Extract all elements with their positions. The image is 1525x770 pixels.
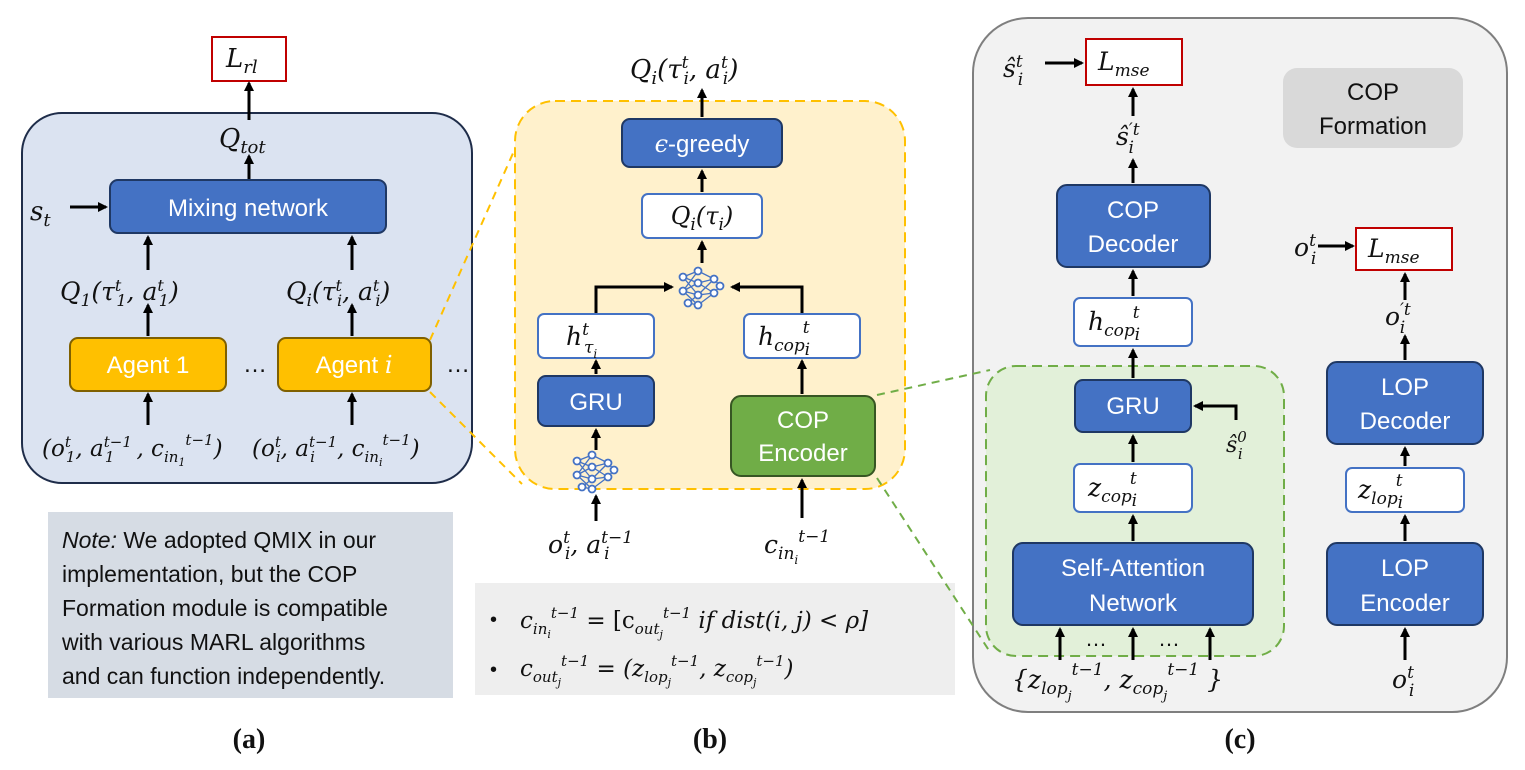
cop-encoder-label-1: COP — [777, 407, 829, 434]
cop-decoder-label-2: Decoder — [1088, 231, 1179, 258]
z-cop-box — [1073, 463, 1193, 513]
agent-i-box — [277, 337, 432, 392]
lop-decoder-label-2: Decoder — [1360, 408, 1451, 435]
zoom-connector-c-top — [876, 369, 991, 396]
mixing-network-label: Mixing network — [168, 195, 329, 222]
q-tot-label: Qtot — [219, 124, 266, 158]
agent-1-label: Agent 1 — [107, 352, 190, 379]
note-line-2: implementation, but the COP — [62, 561, 357, 587]
loss-mse-top-label: Lmse — [1097, 47, 1150, 81]
note-line-5: and can function independently. — [62, 663, 385, 689]
self-attention-label-2: Network — [1089, 590, 1178, 617]
z-lop-box — [1345, 467, 1465, 513]
lop-encoder-box — [1326, 542, 1484, 626]
self-attention-label-1: Self-Attention — [1061, 555, 1205, 582]
zoom-connector-top — [429, 132, 523, 341]
agent-i-label: Agent i — [315, 351, 392, 379]
loss-mse-box-top — [1085, 38, 1183, 86]
gru-label-b: GRU — [569, 389, 622, 416]
cop-encoder-label-2: Encoder — [758, 440, 847, 467]
bullet-2: • — [490, 659, 497, 681]
cop-formation-label-2: Formation — [1319, 113, 1427, 140]
lop-decoder-box — [1326, 361, 1484, 445]
note-line-3: Formation module is compatible — [62, 595, 388, 621]
formula-box: • cinit−1 = [coutjt−1 if dist(i, j) < ρ]… — [475, 583, 955, 695]
cop-decoder-box — [1056, 184, 1211, 268]
zoom-connector-bottom — [429, 391, 523, 485]
agent-1-box — [69, 337, 227, 392]
cop-decoder-label-1: COP — [1107, 197, 1159, 224]
cop-encoder-box — [730, 395, 876, 477]
lop-encoder-label-2: Encoder — [1360, 590, 1449, 617]
gru-label-c: GRU — [1106, 393, 1159, 420]
self-attention-box — [1012, 542, 1254, 626]
h-cop-box-c — [1073, 297, 1193, 347]
caption-c: (c) — [1224, 724, 1255, 755]
note-line-4: with various MARL algorithms — [61, 629, 365, 655]
q-tau-label: Qi(τi) — [671, 202, 734, 235]
egreedy-box — [621, 118, 783, 168]
zoom-connector-c-bottom — [876, 477, 991, 653]
h-cop-box — [743, 313, 861, 359]
cop-formation-label-1: COP — [1347, 79, 1399, 106]
attention-dots-1: … — [1085, 626, 1107, 651]
note-line-1: Note: We adopted QMIX in our — [62, 527, 376, 553]
formula-2: coutjt−1 = (zlopjt−1, zcopjt−1) — [520, 652, 794, 689]
cop-formation-tag — [1283, 68, 1463, 148]
agent-ellipsis: … — [243, 351, 267, 378]
q-tau-box — [641, 193, 763, 239]
caption-a: (a) — [233, 724, 266, 755]
gru-box-c — [1074, 379, 1192, 433]
panel-b-c-input: cinit−1 — [764, 527, 830, 567]
lop-decoder-label-1: LOP — [1381, 374, 1429, 401]
mixing-network-box — [109, 179, 387, 234]
lop-encoder-label-1: LOP — [1381, 555, 1429, 582]
bullet-1: • — [490, 609, 497, 631]
gru-box-b — [537, 375, 655, 427]
agent-trailing-ellipsis: … — [446, 351, 470, 378]
h-tau-box — [537, 313, 655, 359]
note-box: Note: We adopted QMIX in our implementat… — [48, 512, 453, 698]
loss-rl-box — [211, 36, 287, 82]
attention-dots-2: … — [1158, 626, 1180, 651]
egreedy-label: ϵ-greedy — [655, 130, 750, 158]
caption-b: (b) — [693, 724, 727, 755]
loss-mse-box-right — [1355, 227, 1453, 271]
